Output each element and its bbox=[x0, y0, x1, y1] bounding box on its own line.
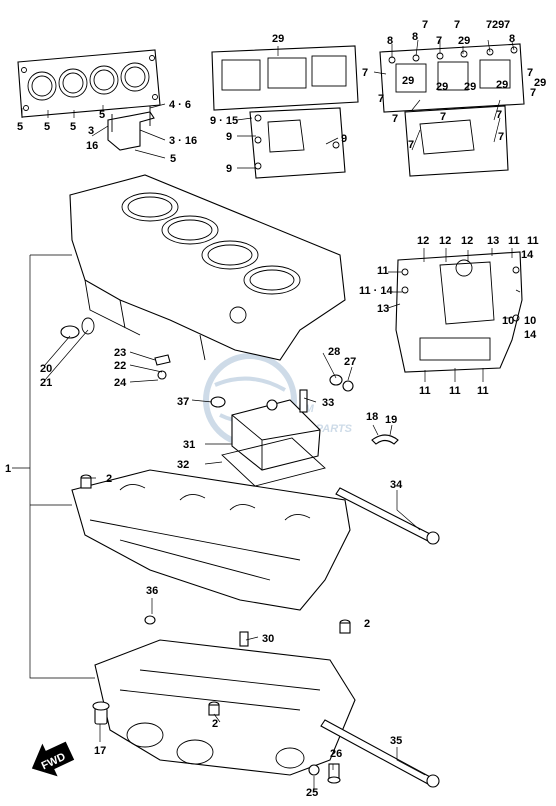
callout-7: 7 bbox=[486, 19, 492, 31]
callout-7: 7 bbox=[454, 19, 460, 31]
sensor-plug bbox=[60, 317, 95, 339]
callout-29: 29 bbox=[436, 81, 448, 93]
callout-27: 27 bbox=[344, 356, 356, 368]
callout-11: 11 bbox=[527, 235, 539, 247]
callout-4-6: 4 · 6 bbox=[169, 99, 191, 111]
callout-26: 26 bbox=[330, 748, 342, 760]
callout-29: 29 bbox=[402, 75, 414, 87]
callout-2: 2 bbox=[364, 618, 370, 630]
callout-29: 29 bbox=[464, 81, 476, 93]
callout-7: 7 bbox=[422, 19, 428, 31]
callout-5: 5 bbox=[44, 121, 50, 133]
callout-35: 35 bbox=[390, 735, 402, 747]
callout-24: 24 bbox=[114, 377, 127, 389]
callout-30: 30 bbox=[262, 633, 274, 645]
callout-29: 29 bbox=[492, 19, 504, 31]
callout-11: 11 bbox=[377, 265, 389, 277]
callout-10: 10 bbox=[502, 315, 514, 327]
callout-16: 16 bbox=[86, 140, 98, 152]
callout-29: 29 bbox=[272, 33, 284, 45]
fwd-arrow: FWD bbox=[31, 741, 75, 777]
callout-20: 20 bbox=[40, 363, 52, 375]
callout-3-16: 3 · 16 bbox=[169, 135, 197, 147]
callout-37: 37 bbox=[177, 396, 189, 408]
callout-29: 29 bbox=[458, 35, 470, 47]
bolt-35 bbox=[320, 719, 440, 788]
callout-29: 29 bbox=[496, 79, 508, 91]
lower-case-bolt-view bbox=[395, 251, 523, 373]
callout-8: 8 bbox=[509, 33, 515, 45]
callout-7: 7 bbox=[436, 35, 442, 47]
upper-crankcase bbox=[69, 174, 346, 361]
upper-case-bolt-view bbox=[379, 43, 525, 177]
callout-13: 13 bbox=[487, 235, 499, 247]
callout-7: 7 bbox=[498, 131, 504, 143]
callout-2: 2 bbox=[106, 473, 112, 485]
callout-2: 2 bbox=[212, 718, 218, 730]
callout-36: 36 bbox=[146, 585, 158, 597]
callout-11-14: 11 · 14 bbox=[359, 285, 394, 297]
middle-crankcase bbox=[71, 469, 351, 611]
callout-21: 21 bbox=[40, 377, 52, 389]
lower-crankcase bbox=[94, 639, 356, 776]
callout-7: 7 bbox=[440, 111, 446, 123]
callout-12: 12 bbox=[417, 235, 429, 247]
callout-13: 13 bbox=[377, 303, 389, 315]
callout-23: 23 bbox=[114, 347, 126, 359]
breather-plate bbox=[211, 45, 359, 179]
callout-11: 11 bbox=[508, 235, 520, 247]
callout-33: 33 bbox=[322, 397, 334, 409]
callout-5: 5 bbox=[17, 121, 23, 133]
callout-5: 5 bbox=[99, 109, 105, 121]
callout-3: 3 bbox=[88, 125, 94, 137]
callout-25: 25 bbox=[306, 787, 318, 799]
callout-7: 7 bbox=[504, 19, 510, 31]
callout-11: 11 bbox=[477, 385, 489, 397]
callout-12: 12 bbox=[439, 235, 451, 247]
callout-8: 8 bbox=[387, 35, 393, 47]
callout-9: 9 bbox=[226, 163, 232, 175]
callout-7: 7 bbox=[527, 67, 533, 79]
callout-17: 17 bbox=[94, 745, 106, 757]
callout-14: 14 bbox=[524, 329, 537, 341]
callout-7: 7 bbox=[408, 139, 414, 151]
callout-12: 12 bbox=[461, 235, 473, 247]
leader-lines bbox=[12, 39, 521, 792]
callout-32: 32 bbox=[177, 459, 189, 471]
callout-7: 7 bbox=[530, 87, 536, 99]
small-parts bbox=[80, 354, 399, 784]
callout-labels: 1 2 2 2 3 3 · 16 4 · 6 5 5 5 5 5 16 29 9… bbox=[5, 19, 546, 799]
callout-9: 9 bbox=[341, 133, 347, 145]
callout-7: 7 bbox=[378, 93, 384, 105]
callout-5: 5 bbox=[70, 121, 76, 133]
callout-10: 10 bbox=[524, 315, 536, 327]
callout-29: 29 bbox=[534, 77, 546, 89]
bolt-34 bbox=[335, 487, 440, 545]
callout-1: 1 bbox=[5, 463, 11, 475]
oil-pipe-bracket bbox=[107, 106, 155, 151]
callout-7: 7 bbox=[362, 67, 368, 79]
callout-7: 7 bbox=[392, 113, 398, 125]
head-gasket bbox=[17, 49, 161, 118]
drain-plug-17 bbox=[92, 701, 110, 725]
callout-34: 34 bbox=[390, 479, 403, 491]
callout-31: 31 bbox=[183, 439, 195, 451]
callout-9: 9 bbox=[226, 131, 232, 143]
callout-28: 28 bbox=[328, 346, 340, 358]
callout-8: 8 bbox=[412, 31, 418, 43]
callout-9-15: 9 · 15 bbox=[210, 115, 238, 127]
callout-14: 14 bbox=[521, 249, 534, 261]
callout-11: 11 bbox=[419, 385, 431, 397]
callout-19: 19 bbox=[385, 414, 397, 426]
callout-18: 18 bbox=[366, 411, 378, 423]
breather-cover bbox=[221, 399, 326, 487]
callout-22: 22 bbox=[114, 360, 126, 372]
callout-5: 5 bbox=[170, 153, 176, 165]
callout-11: 11 bbox=[449, 385, 461, 397]
callout-7: 7 bbox=[496, 109, 502, 121]
